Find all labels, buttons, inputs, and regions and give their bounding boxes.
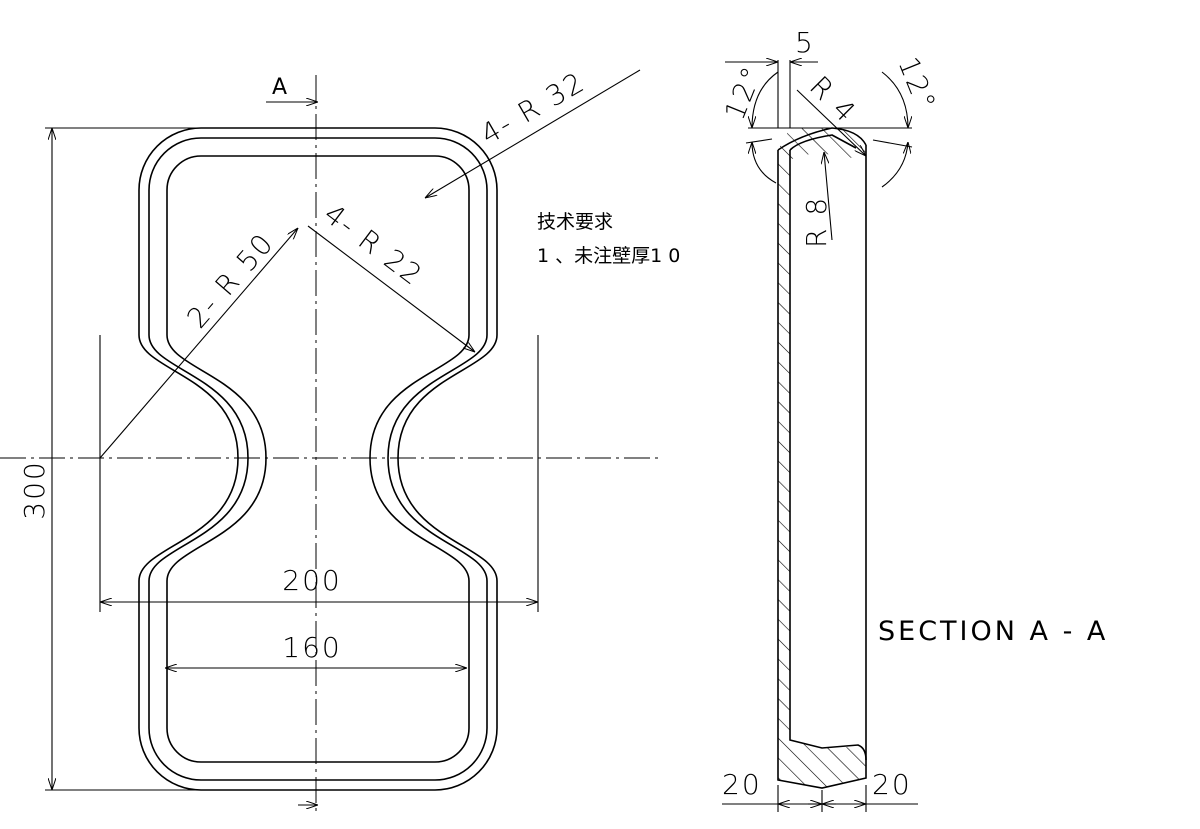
svg-text:12°: 12° [892,52,943,116]
section-label: SECTION A - A [878,616,1108,647]
svg-text:300: 300 [18,460,51,519]
plan-view [138,127,498,791]
notes-title: 技术要求 [537,211,613,233]
section-view: 5 12° 12° R 4 R 8 20 20 [718,26,943,812]
svg-text:12°: 12° [718,61,769,125]
dimension-160: 160 [165,631,467,668]
svg-text:4- R 22: 4- R 22 [318,197,430,292]
svg-text:20: 20 [872,768,912,801]
svg-text:R 8: R 8 [800,196,833,248]
svg-text:4- R 32: 4- R 32 [475,65,591,151]
contour-3 [166,155,470,763]
radius-r22-leader: 4- R 22 [307,197,475,352]
radius-r50-leader: 2- R 50 [99,226,298,459]
svg-text:20: 20 [722,768,762,801]
svg-text:2- R 50: 2- R 50 [180,226,280,334]
dimension-300: 300 [18,127,200,791]
svg-text:R 4: R 4 [803,70,863,130]
svg-text:160: 160 [282,631,341,664]
notes-item-1: 1 、未注壁厚1 0 [537,245,680,267]
contour-1 [138,127,498,791]
svg-text:A: A [272,75,287,100]
svg-text:200: 200 [282,564,341,597]
section-marker-top: A [266,75,318,102]
svg-text:5: 5 [795,26,815,59]
contour-2 [148,137,488,781]
dimension-200: 200 [99,335,539,612]
